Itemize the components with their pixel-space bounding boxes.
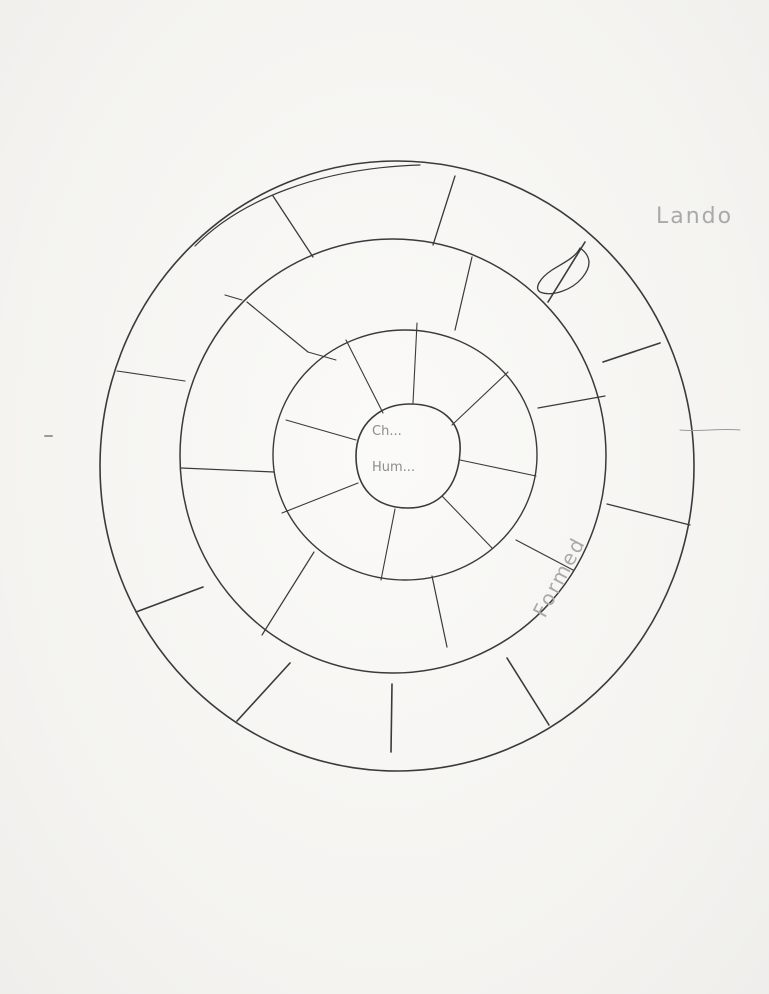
inner-spoke [452, 372, 508, 425]
outer-divider [273, 196, 313, 257]
inner-ring-spokes [282, 323, 536, 580]
center-circle [356, 404, 460, 508]
faint-label-right: Lando [656, 204, 733, 229]
outer-divider [433, 176, 455, 245]
inner-spoke [282, 483, 358, 513]
middle-divider [262, 552, 314, 635]
inner-spoke [308, 352, 336, 360]
middle-divider [181, 468, 274, 472]
inner-spoke [346, 340, 383, 413]
outer-divider [603, 343, 660, 362]
middle-divider [538, 396, 605, 408]
inner-circle [273, 330, 537, 580]
outer-divider [507, 658, 549, 725]
leaf-doodle [538, 248, 589, 294]
outer-divider [117, 371, 185, 381]
inner-spoke [286, 420, 356, 440]
center-label-line1: Ch... [372, 424, 402, 439]
inner-spoke [460, 460, 536, 476]
inner-spoke [381, 509, 395, 580]
outer-divider [225, 295, 242, 300]
outer-divider [607, 504, 690, 525]
middle-divider [432, 576, 447, 647]
middle-divider [455, 257, 472, 330]
middle-divider [247, 302, 308, 352]
outer-circle-overdraw [195, 165, 420, 246]
inner-spoke [413, 323, 417, 403]
outer-divider [136, 587, 203, 612]
eraser-mark [680, 429, 740, 430]
center-label-line2: Hum... [372, 460, 415, 475]
outer-divider [237, 663, 290, 721]
inner-spoke [442, 496, 492, 548]
outer-divider [391, 684, 392, 752]
